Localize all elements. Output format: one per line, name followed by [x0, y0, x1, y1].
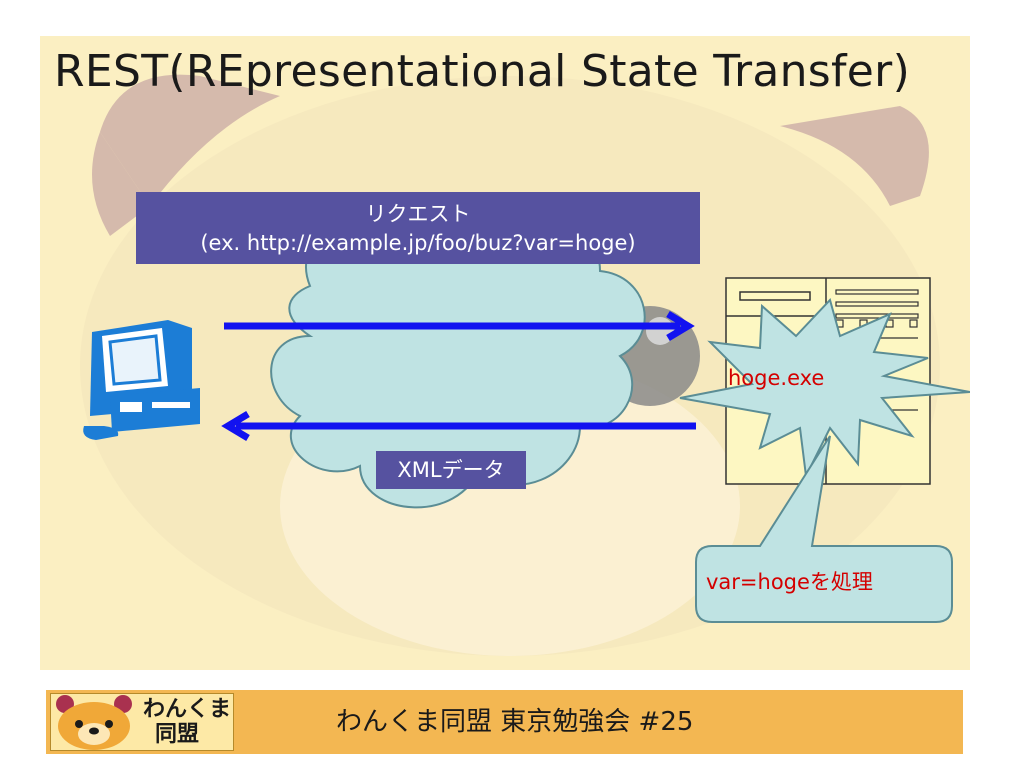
process-burst-icon [679, 298, 970, 480]
request-arrow [224, 310, 695, 342]
burst-label: hoge.exe [728, 366, 825, 390]
slide-title: REST(REpresentational State Transfer) [54, 46, 911, 97]
response-arrow [221, 410, 696, 442]
bear-mascot-icon [56, 695, 132, 750]
computer-icon [83, 320, 200, 440]
footer-caption: わんくま同盟 東京勉強会 #25 [336, 707, 694, 737]
response-label-box: XMLデータ [376, 451, 526, 489]
callout-label: var=hogeを処理 [706, 570, 873, 594]
footer-bar: わんくま 同盟 わんくま同盟 東京勉強会 #25 [46, 690, 963, 754]
callout-bubble [695, 435, 953, 623]
footer-logo: わんくま 同盟 [50, 693, 234, 751]
logo-text-line2: 同盟 [155, 722, 200, 747]
request-example-url: (ex. http://example.jp/foo/buz?var=hoge) [200, 231, 636, 255]
logo-text-line1: わんくま [143, 697, 232, 722]
request-label-box: リクエスト (ex. http://example.jp/foo/buz?var… [136, 192, 700, 264]
request-label: リクエスト [365, 202, 471, 226]
slide: REST(REpresentational State Transfer) リク… [40, 36, 970, 670]
response-label: XMLデータ [397, 458, 505, 482]
